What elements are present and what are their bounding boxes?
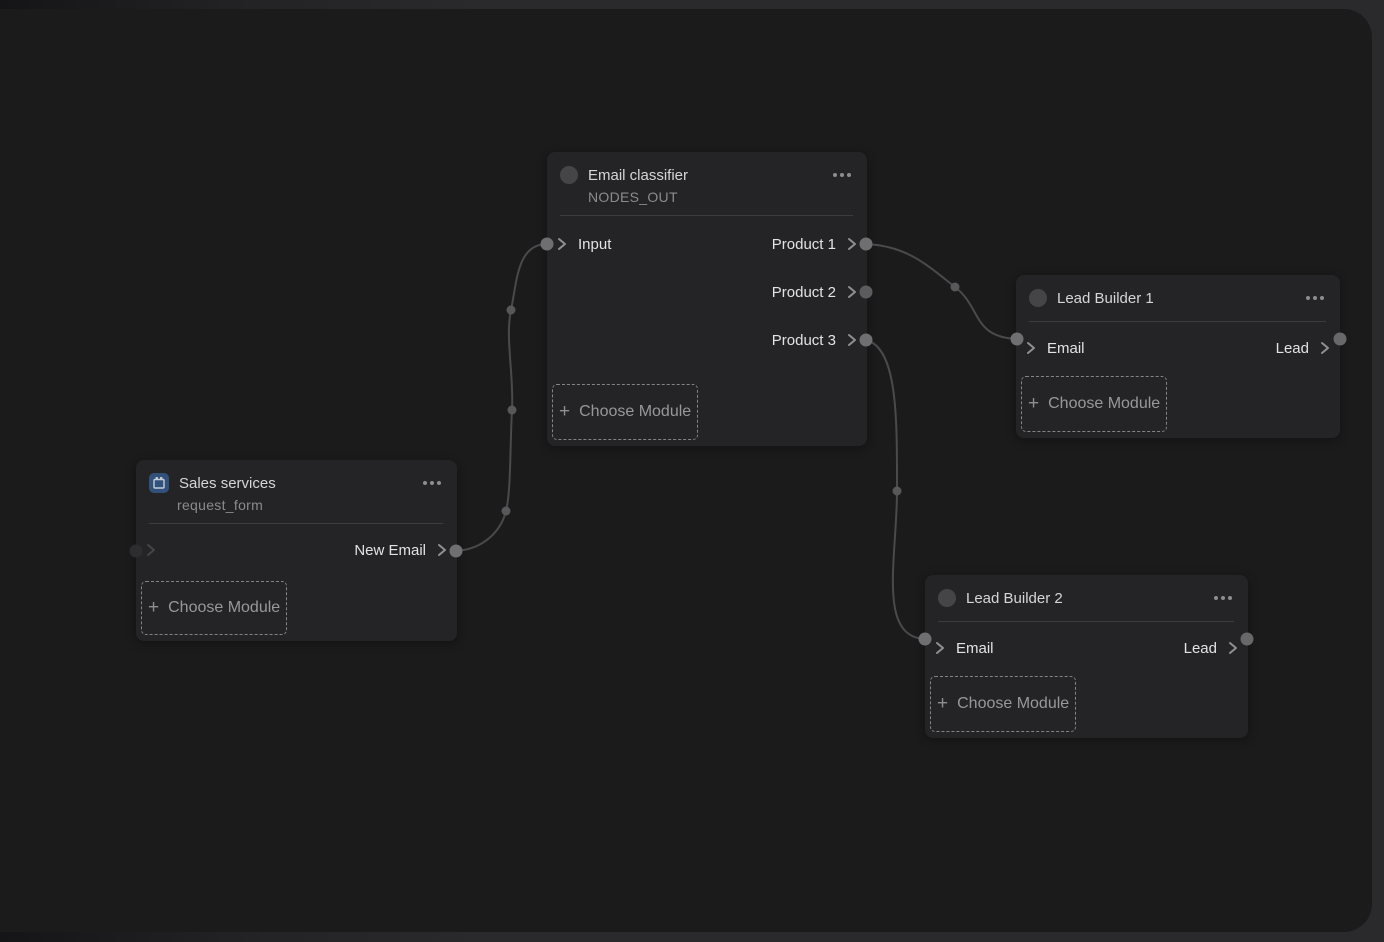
node-title: Sales services: [179, 474, 276, 492]
choose-module-label: Choose Module: [168, 599, 281, 616]
choose-module-button[interactable]: + Choose Module: [141, 581, 288, 635]
port-label: Input: [578, 235, 612, 253]
output-port-product-3[interactable]: Product 3: [772, 332, 857, 349]
more-menu-button[interactable]: [831, 169, 853, 181]
output-port-product-2[interactable]: Product 2: [772, 284, 857, 301]
node-subtitle: request_form: [177, 497, 264, 513]
choose-module-label: Choose Module: [1048, 395, 1161, 412]
form-icon: [149, 473, 169, 493]
chevron-right-icon: [936, 642, 944, 654]
port-row: Input Product 1: [547, 220, 867, 268]
choose-module-button[interactable]: + Choose Module: [930, 676, 1077, 732]
node-sales-services[interactable]: Sales services request_form New Email + …: [136, 460, 457, 641]
node-title: Lead Builder 1: [1057, 289, 1154, 307]
more-menu-button[interactable]: [1212, 592, 1234, 604]
choose-module-label: Choose Module: [579, 403, 692, 420]
chevron-right-icon: [147, 544, 155, 556]
output-port-product-1[interactable]: Product 1: [772, 236, 857, 253]
node-subtitle: NODES_OUT: [588, 189, 678, 205]
node-header: Email classifier NODES_OUT: [547, 152, 867, 216]
chevron-right-icon: [1027, 342, 1035, 354]
chevron-right-icon: [848, 334, 856, 346]
node-header: Sales services request_form: [136, 460, 457, 524]
plus-icon: +: [937, 692, 949, 714]
port-label: Product 3: [771, 331, 836, 349]
port-label: Product 2: [771, 283, 836, 301]
chevron-right-icon: [848, 286, 856, 298]
port-row: Product 2: [547, 268, 867, 316]
choose-module-button[interactable]: + Choose Module: [1021, 376, 1168, 432]
chevron-right-icon: [848, 238, 856, 250]
divider: [560, 215, 853, 216]
chevron-right-icon: [1229, 642, 1237, 654]
more-menu-button[interactable]: [421, 477, 443, 489]
plus-icon: +: [559, 400, 571, 422]
node-lead-builder-1[interactable]: Lead Builder 1 Email Lead + Choose Modul…: [1016, 275, 1340, 438]
port-row: Email Lead: [1016, 322, 1340, 374]
port-label: Email: [1047, 339, 1085, 357]
output-port-new-email[interactable]: New Email: [354, 542, 447, 559]
choose-module-button[interactable]: + Choose Module: [552, 384, 699, 440]
chevron-right-icon: [558, 238, 566, 250]
choose-module-label: Choose Module: [957, 695, 1070, 712]
node-title: Lead Builder 2: [966, 589, 1063, 607]
port-row: Product 3: [547, 316, 867, 364]
node-header: Lead Builder 2: [925, 575, 1248, 622]
port-label: Product 1: [771, 235, 836, 253]
status-circle-icon: [1029, 289, 1047, 307]
port-label: Lead: [1183, 639, 1217, 657]
divider: [149, 523, 443, 524]
input-port-input[interactable]: Input: [557, 236, 611, 253]
plus-icon: +: [1028, 392, 1040, 414]
divider: [1029, 321, 1326, 322]
plus-icon: +: [148, 596, 160, 618]
port-row: New Email: [136, 524, 457, 576]
input-port-unconnected[interactable]: [146, 543, 156, 557]
chevron-right-icon: [438, 544, 446, 556]
port-label: Email: [956, 639, 994, 657]
divider: [938, 621, 1234, 622]
port-label: New Email: [354, 541, 426, 559]
status-circle-icon: [938, 589, 956, 607]
node-email-classifier[interactable]: Email classifier NODES_OUT Input Product…: [547, 152, 867, 446]
node-header: Lead Builder 1: [1016, 275, 1340, 322]
input-port-email[interactable]: Email: [935, 640, 994, 657]
output-port-lead[interactable]: Lead: [1276, 340, 1330, 357]
port-label: Lead: [1275, 339, 1309, 357]
status-circle-icon: [560, 166, 578, 184]
output-port-lead[interactable]: Lead: [1184, 640, 1238, 657]
port-row: Email Lead: [925, 622, 1248, 674]
input-port-email[interactable]: Email: [1026, 340, 1085, 357]
chevron-right-icon: [1321, 342, 1329, 354]
node-lead-builder-2[interactable]: Lead Builder 2 Email Lead + Choose Modul…: [925, 575, 1248, 738]
more-menu-button[interactable]: [1304, 292, 1326, 304]
node-title: Email classifier: [588, 166, 689, 184]
